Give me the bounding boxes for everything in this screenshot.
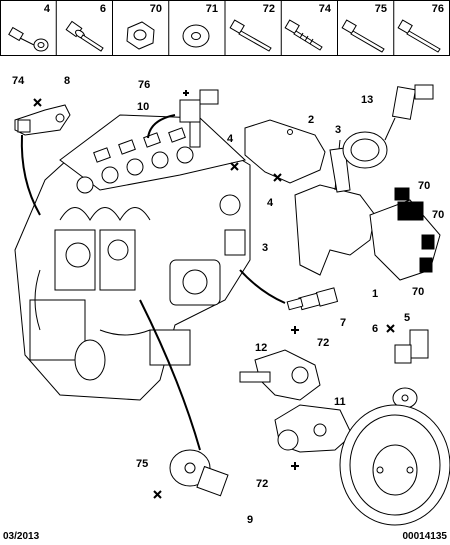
footer-date: 03/2013 [3, 531, 40, 542]
sensor-5 [392, 329, 429, 409]
knock-sensor-9 [169, 449, 229, 497]
sensor-10 [179, 89, 219, 148]
callout-9: 9 [247, 514, 253, 526]
temperature-sensor-7 [286, 287, 339, 311]
part-header-71: 71 [206, 3, 218, 15]
part-header-70: 70 [150, 3, 162, 15]
stud-bolt-icon [397, 19, 441, 53]
washer-icon [182, 24, 210, 48]
callout-13: 13 [361, 94, 373, 106]
callout-3-bottom: 3 [262, 242, 268, 254]
callout-6: 6 [372, 323, 378, 335]
leader-line-8 [20, 134, 41, 216]
callout-5: 5 [404, 312, 410, 324]
hex-nut-icon [126, 21, 155, 50]
bolt-washer-icon [8, 26, 49, 52]
callout-4-left: 4 [227, 133, 234, 145]
callout-70-top: 70 [418, 180, 430, 192]
part-header-75: 75 [375, 3, 387, 15]
mass-air-flow-sensor-13 [342, 84, 434, 169]
flywheel [339, 404, 450, 526]
callout-72-bottom: 72 [256, 478, 268, 490]
callout-10: 10 [137, 101, 149, 113]
callout-2: 2 [308, 114, 314, 126]
mount-11 [274, 404, 353, 453]
leader-line-10 [147, 114, 176, 139]
part-header-76: 76 [432, 3, 444, 15]
callout-72-top: 72 [317, 337, 329, 349]
callout-70-right: 70 [432, 209, 444, 221]
part-header-74: 74 [319, 3, 332, 15]
long-bolt-icon [341, 19, 385, 53]
part-header-72: 72 [263, 3, 275, 15]
callout-4-mid: 4 [267, 197, 274, 209]
bracket-12 [239, 349, 321, 401]
callout-70-bottom: 70 [412, 286, 424, 298]
screw-icon [284, 19, 323, 51]
part-header-4: 4 [44, 3, 51, 15]
bracket-3 [294, 139, 376, 276]
hex-bolt-icon [229, 19, 272, 52]
sensor-8 [14, 104, 71, 136]
flange-bolt-icon [65, 20, 104, 52]
leader-line-7 [239, 269, 286, 304]
callout-7: 7 [340, 317, 346, 329]
callout-1: 1 [372, 288, 378, 300]
ecu-1 [369, 187, 441, 281]
callout-11: 11 [334, 396, 346, 408]
engine-block [14, 114, 251, 401]
callout-8: 8 [64, 75, 70, 87]
callout-12: 12 [255, 342, 267, 354]
leader-line-9 [139, 299, 201, 451]
part-header-6: 6 [100, 3, 106, 15]
callout-3-top: 3 [335, 124, 341, 136]
fastener-strip: 4 6 70 71 72 74 75 76 [0, 0, 450, 56]
footer-reference: 00014135 [402, 531, 448, 542]
cover-2 [244, 119, 326, 184]
callout-74: 74 [12, 75, 25, 87]
callout-76: 76 [138, 79, 150, 91]
callout-75: 75 [136, 458, 148, 470]
cross-markers [33, 90, 395, 499]
